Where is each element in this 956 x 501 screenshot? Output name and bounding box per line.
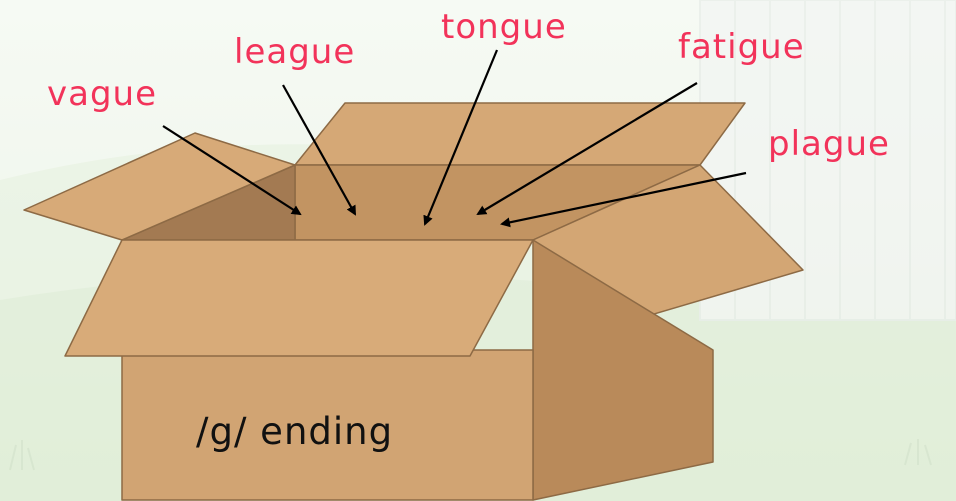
arrow-league — [282, 84, 356, 216]
cardboard-box-icon — [23, 102, 804, 501]
arrows — [162, 49, 747, 228]
arrow-vague — [162, 125, 302, 216]
arrow-plague — [500, 171, 747, 228]
box-label: /g/ ending — [196, 410, 394, 453]
word-league: league — [234, 32, 356, 72]
arrow-fatigue — [476, 82, 698, 216]
word-fatigue: fatigue — [678, 27, 805, 67]
box-left-flap — [23, 132, 296, 241]
word-tongue: tongue — [441, 7, 567, 47]
box-front-flap — [64, 239, 534, 357]
grass-icon — [9, 439, 932, 471]
word-vague: vague — [47, 74, 158, 114]
arrow-tongue — [423, 49, 499, 226]
word-plague: plague — [768, 124, 890, 164]
box-back-flap — [294, 102, 746, 166]
